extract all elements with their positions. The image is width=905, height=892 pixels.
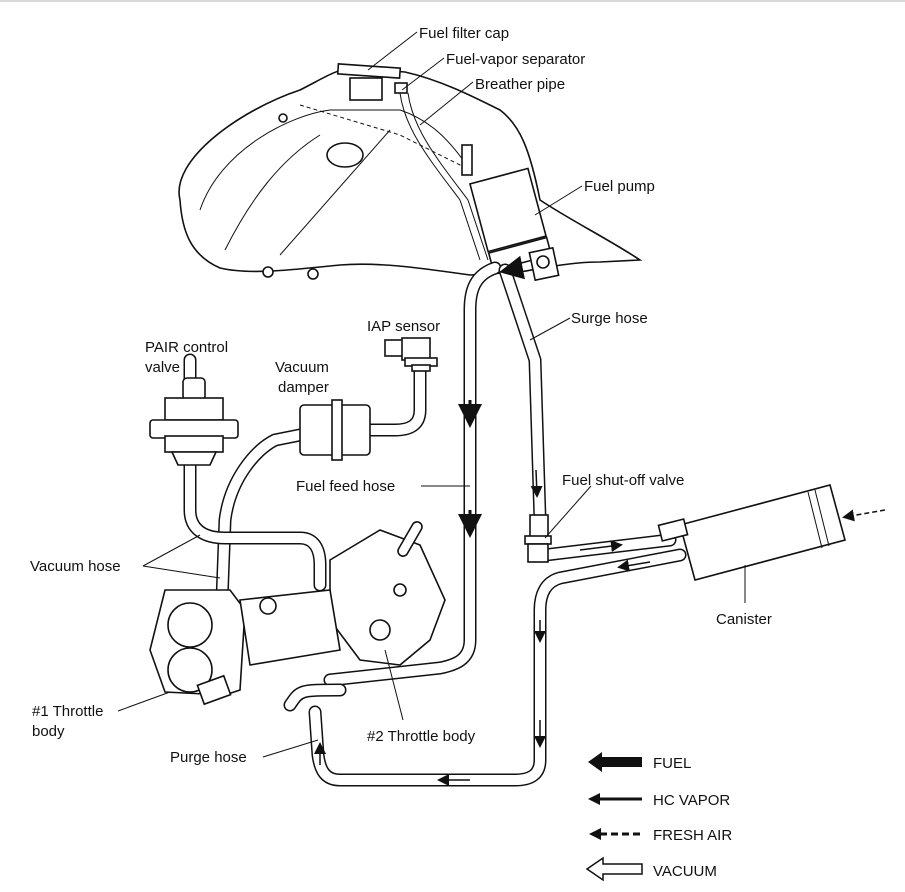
throttle-linkage bbox=[239, 589, 341, 666]
vacuum-hose bbox=[183, 353, 327, 607]
legend-item-vacuum: VACUUM bbox=[585, 856, 717, 882]
label-purge-hose: Purge hose bbox=[170, 749, 247, 766]
canister bbox=[657, 484, 846, 581]
vapor-arrow bbox=[617, 559, 651, 572]
label-fuel-shutoff-valve: Fuel shut-off valve bbox=[562, 472, 684, 489]
legend-label-vacuum: VACUUM bbox=[653, 863, 717, 880]
label-canister: Canister bbox=[716, 611, 772, 628]
label-fuel-pump: Fuel pump bbox=[584, 178, 655, 195]
legend-label-fuel: FUEL bbox=[653, 755, 691, 772]
label-fuel-filter-cap: Fuel filter cap bbox=[419, 25, 509, 42]
legend-item-hc-vapor: HC VAPOR bbox=[588, 792, 730, 809]
throttle-body-2 bbox=[329, 521, 446, 666]
label-throttle-body-1-line1: #1 Throttle bbox=[32, 703, 103, 720]
fresh-air-arrow bbox=[842, 509, 886, 522]
label-pair-control-valve-2: valve bbox=[145, 359, 180, 376]
label-vacuum-hose: Vacuum hose bbox=[30, 558, 121, 575]
vapor-arrow bbox=[530, 469, 543, 498]
label-throttle-body-2: #2 Throttle body bbox=[367, 728, 476, 745]
legend: FUEL HC VAPOR FRESH AIR VACUUM bbox=[585, 752, 732, 882]
surge-hose bbox=[498, 263, 547, 527]
label-fuel-feed-hose: Fuel feed hose bbox=[296, 478, 395, 495]
fuel-shutoff-valve bbox=[524, 514, 552, 563]
label-surge-hose: Surge hose bbox=[571, 310, 648, 327]
iap-sensor-hose bbox=[363, 363, 427, 437]
fuel-arrow-icon bbox=[588, 752, 642, 772]
label-vacuum-damper-1: Vacuum bbox=[275, 359, 329, 376]
fuel-filter-cap bbox=[336, 62, 402, 101]
label-throttle-body-1-line2: body bbox=[32, 723, 65, 740]
leader-lines bbox=[117, 31, 746, 758]
label-vacuum-damper-2: damper bbox=[278, 379, 329, 396]
hc-vapor-arrow-icon bbox=[588, 793, 600, 805]
purge-hose bbox=[283, 548, 687, 787]
top-border bbox=[0, 0, 905, 2]
label-pair-control-valve-1: PAIR control bbox=[145, 339, 228, 356]
label-breather-pipe: Breather pipe bbox=[475, 76, 565, 93]
canister-inlet-hose bbox=[538, 533, 677, 562]
fuel-arrow bbox=[499, 255, 526, 280]
label-fuel-vapor-separator: Fuel-vapor separator bbox=[446, 51, 585, 68]
pair-control-valve bbox=[149, 377, 239, 466]
throttle-body-1 bbox=[149, 589, 246, 706]
fresh-air-arrow-icon bbox=[589, 828, 601, 840]
legend-label-hc-vapor: HC VAPOR bbox=[653, 792, 730, 809]
flow-arrows bbox=[314, 255, 886, 786]
label-iap-sensor: IAP sensor bbox=[367, 318, 440, 335]
vacuum-damper bbox=[299, 399, 371, 461]
legend-item-fuel: FUEL bbox=[588, 752, 691, 772]
legend-item-fresh-air: FRESH AIR bbox=[589, 827, 732, 844]
fuel-feed-hose bbox=[323, 261, 502, 687]
iap-sensor bbox=[384, 337, 438, 372]
vapor-arrow bbox=[579, 540, 623, 553]
tank-bracket bbox=[326, 142, 364, 168]
fuel-vapor-separator bbox=[394, 82, 408, 94]
vacuum-arrow-icon bbox=[585, 856, 643, 882]
legend-label-fresh-air: FRESH AIR bbox=[653, 827, 732, 844]
breather-pipe bbox=[399, 92, 481, 261]
